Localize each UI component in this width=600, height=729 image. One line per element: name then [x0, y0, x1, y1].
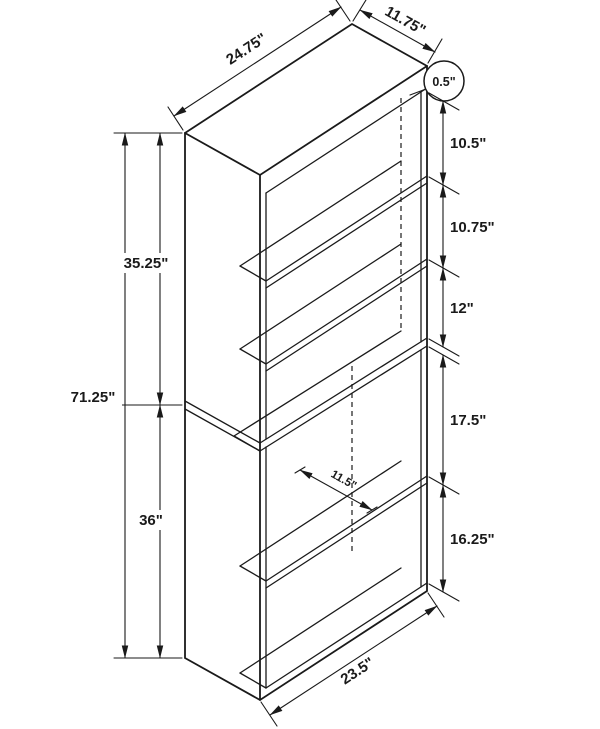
dimension-bottom-width-group: 23.5"	[260, 592, 445, 727]
shelf2-back-edge	[239, 243, 402, 350]
shelf4-thickness-edge	[265, 482, 428, 589]
divider-top-edge	[259, 337, 428, 444]
dim-line-top-depth	[359, 9, 436, 53]
ext-tick-top-width-left	[167, 106, 184, 131]
dimension-left-group: 71.25" 35.25" 36"	[64, 132, 183, 659]
floor-back-edge	[239, 567, 402, 674]
divider-left-face-top	[184, 400, 261, 444]
shelf1-front-edge	[265, 175, 428, 282]
shelf2-side-edge	[239, 348, 267, 365]
ext-tick-bottom-width-left	[260, 701, 278, 727]
divider-bottom-edge	[259, 345, 428, 452]
cabinet-top-front-edges	[184, 65, 428, 177]
cabinet-body	[184, 22, 428, 702]
label-bottom-width: 23.5"	[338, 654, 378, 688]
label-opening3-height: 12"	[450, 300, 474, 317]
shelf4-front-edge	[265, 475, 428, 582]
ext-tick-top-width-right	[335, 0, 351, 22]
ext-tick-top-depth-right	[427, 38, 443, 64]
dimension-right-group: 10.5" 10.75" 12" 17.5" 16.25"	[428, 92, 495, 602]
dim-line-top-width	[173, 6, 342, 117]
floor-side-edge	[239, 672, 267, 689]
dimension-shelf-depth-group: 11.5"	[294, 466, 378, 514]
shelf1-back-edge	[239, 160, 402, 267]
thickness-leader-line	[409, 88, 427, 96]
label-opening2-height: 10.75"	[450, 219, 495, 236]
shelf4-back-edge	[239, 460, 402, 567]
label-lower-section-height: 36"	[139, 512, 163, 529]
label-bg-lower-section	[133, 510, 169, 530]
hidden-edges	[351, 98, 402, 552]
shelf1-thickness-edge	[265, 182, 428, 289]
label-top-depth: 11.75"	[382, 3, 429, 39]
dim-line-shelf-depth	[299, 469, 373, 511]
ext-tick-shelf1	[428, 176, 460, 195]
ext-tick-shelf4	[428, 476, 460, 495]
ext-tick-top-depth-left	[352, 0, 367, 22]
label-top-width: 24.75"	[223, 30, 270, 69]
label-opening4-height: 17.5"	[450, 412, 486, 429]
label-bg-overall-height	[64, 387, 122, 407]
divider-left-face-bottom	[184, 408, 261, 452]
shelf2-thickness-edge	[265, 265, 428, 372]
cabinet-silhouette	[184, 22, 428, 702]
ext-tick-divider-bottom	[428, 346, 460, 365]
dimension-top-width-group: 24.75"	[167, 0, 351, 131]
divider-back-edge	[233, 330, 402, 437]
ext-tick-bottom-width-right	[427, 592, 445, 618]
label-bg-upper-section	[122, 253, 172, 273]
shelf2-front-edge	[265, 258, 428, 365]
label-opening5-height: 16.25"	[450, 531, 495, 548]
shelf1-side-edge	[239, 265, 267, 282]
label-opening1-height: 10.5"	[450, 135, 486, 152]
label-panel-thickness: 0.5"	[432, 75, 455, 89]
thickness-callout: 0.5"	[409, 60, 465, 102]
dim-line-bottom-width	[269, 605, 438, 716]
cabinet-shelves	[184, 87, 428, 689]
label-upper-section-height: 35.25"	[124, 255, 169, 272]
shelf4-side-edge	[239, 565, 267, 582]
ext-tick-shelf2	[428, 259, 460, 278]
ext-tick-divider-top	[428, 338, 460, 357]
label-overall-height: 71.25"	[71, 389, 116, 406]
ext-tick-floor	[428, 583, 460, 602]
ceiling-edge	[265, 87, 428, 194]
